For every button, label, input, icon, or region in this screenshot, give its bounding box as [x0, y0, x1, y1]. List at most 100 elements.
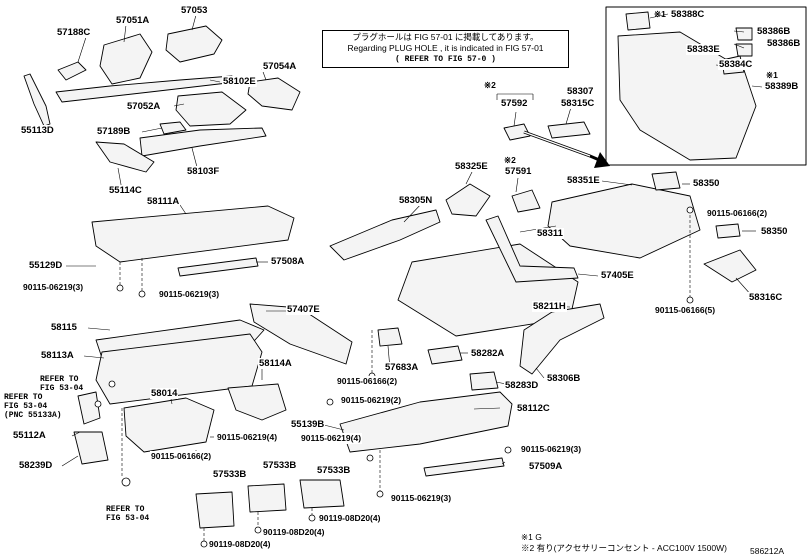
mark-2-b: ※2	[504, 155, 516, 165]
label-90119-08d20-4a[interactable]: 90119-08D20(4)	[318, 513, 382, 524]
part-58111a-shape	[91, 205, 295, 263]
label-58383e[interactable]: 58383E	[686, 44, 721, 55]
part-57189b-shape	[159, 121, 187, 135]
label-57054a[interactable]: 57054A	[262, 61, 298, 72]
label-90115-06166-2a[interactable]: 90115-06166(2)	[150, 451, 213, 462]
label-58388c[interactable]: 58388C	[670, 9, 706, 20]
label-58325e[interactable]: 58325E	[454, 161, 489, 172]
label-57533b-1[interactable]: 57533B	[212, 469, 248, 480]
notice-line-1: プラグホールは FIG 57-01 に掲載してあります。	[352, 32, 539, 42]
label-58283d[interactable]: 58283D	[504, 380, 540, 391]
part-58350-shape	[651, 171, 681, 191]
label-55129d[interactable]: 55129D	[28, 260, 64, 271]
label-57683a[interactable]: 57683A	[384, 362, 420, 373]
label-58389b[interactable]: 58389B	[764, 81, 800, 92]
label-58350a[interactable]: 58350	[692, 178, 721, 189]
label-57189b[interactable]: 57189B	[96, 126, 132, 137]
label-58102e[interactable]: 58102E	[222, 76, 257, 87]
part-57592-shape	[503, 123, 531, 141]
refer-fig-53-04-b[interactable]: REFER TO FIG 53-04 (PNC 55133A)	[4, 393, 62, 420]
part-58112c-shape	[339, 391, 513, 453]
label-58386b-1[interactable]: 58386B	[756, 26, 792, 37]
label-57051a[interactable]: 57051A	[115, 15, 151, 26]
label-90115-06166-5[interactable]: 90115-06166(5)	[654, 305, 717, 316]
label-58111a[interactable]: 58111A	[146, 196, 181, 207]
label-57053[interactable]: 57053	[180, 5, 209, 16]
part-58311-shape	[547, 183, 701, 259]
label-90115-06219-3d[interactable]: 90115-06219(3)	[390, 493, 453, 504]
label-58307[interactable]: 58307	[566, 86, 595, 97]
label-90115-06219-3c[interactable]: 90115-06219(3)	[520, 444, 583, 455]
label-90115-06166-2c[interactable]: 90115-06166(2)	[336, 376, 399, 387]
label-90115-06219-3a[interactable]: 90115-06219(3)	[22, 282, 85, 293]
label-58114a[interactable]: 58114A	[258, 358, 293, 369]
part-57683a-shape	[377, 327, 403, 347]
label-57508a[interactable]: 57508A	[270, 256, 306, 267]
part-57533b-1-shape	[195, 491, 235, 529]
label-55114c[interactable]: 55114C	[108, 185, 143, 196]
part-57054a-shape	[247, 77, 301, 111]
part-58305n-shape	[329, 209, 441, 261]
label-58115[interactable]: 58115	[50, 322, 78, 333]
refer-fig-53-04-a[interactable]: REFER TO FIG 53-04	[40, 375, 84, 393]
footnotes: ※1 G ※2 有り(アクセサリーコンセント - ACC100V 1500W)	[521, 532, 727, 554]
label-90115-06219-4b[interactable]: 90115-06219(4)	[300, 433, 363, 444]
part-57051a-shape	[99, 33, 153, 85]
illustration-code: 586212A	[750, 546, 785, 556]
label-57188c[interactable]: 57188C	[56, 27, 92, 38]
label-58306b[interactable]: 58306B	[546, 373, 582, 384]
label-58113a[interactable]: 58113A	[40, 350, 75, 361]
mark-1-a: ※1	[654, 9, 666, 19]
label-57533b-2[interactable]: 57533B	[262, 460, 298, 471]
notice-line-3: ( REFER TO FIG 57-0 )	[395, 55, 496, 64]
part-58325e-shape	[445, 183, 491, 217]
label-58316c[interactable]: 58316C	[748, 292, 784, 303]
label-57591[interactable]: 57591	[504, 166, 533, 177]
part-58388c-shape	[625, 11, 651, 31]
part-55114c-shape	[95, 141, 155, 173]
label-57592[interactable]: 57592	[500, 98, 529, 109]
part-58316c-shape	[703, 249, 757, 283]
label-90115-06219-4a[interactable]: 90115-06219(4)	[216, 432, 279, 443]
label-90115-06219-3b[interactable]: 90115-06219(3)	[158, 289, 221, 300]
label-58112c[interactable]: 58112C	[516, 403, 551, 414]
label-58103f[interactable]: 58103F	[186, 166, 221, 177]
label-55112a[interactable]: 55112A	[12, 430, 47, 441]
part-58114a-shape	[227, 383, 287, 421]
part-55113d-shape	[23, 73, 51, 127]
label-90115-06166-2b[interactable]: 90115-06166(2)	[706, 208, 769, 219]
label-58351e[interactable]: 58351E	[566, 175, 601, 186]
label-57509a[interactable]: 57509A	[528, 461, 564, 472]
label-58386b-2[interactable]: 58386B	[766, 38, 802, 49]
label-57052a[interactable]: 57052A	[126, 101, 162, 112]
part-58283d-shape	[469, 371, 499, 391]
label-57407e[interactable]: 57407E	[286, 304, 321, 315]
label-55113d[interactable]: 55113D	[20, 125, 55, 136]
label-58305n[interactable]: 58305N	[398, 195, 434, 206]
plug-hole-notice: プラグホールは FIG 57-01 に掲載してあります。 Regarding P…	[322, 30, 569, 68]
label-58315c[interactable]: 58315C	[560, 98, 596, 109]
label-58211h[interactable]: 58211H	[532, 301, 567, 312]
label-90115-06219-2[interactable]: 90115-06219(2)	[340, 395, 403, 406]
label-57405e[interactable]: 57405E	[600, 270, 635, 281]
part-57053-shape	[165, 25, 223, 63]
label-90119-08d20-4c[interactable]: 90119-08D20(4)	[208, 539, 272, 550]
label-55139b[interactable]: 55139B	[290, 419, 326, 430]
refer-fig-53-04-c[interactable]: REFER TO FIG 53-04	[106, 505, 150, 523]
part-57508a-shape	[177, 257, 259, 277]
label-58311[interactable]: 58311	[536, 228, 564, 239]
label-90119-08d20-4b[interactable]: 90119-08D20(4)	[262, 527, 326, 538]
label-58350b[interactable]: 58350	[760, 226, 789, 237]
part-57509a-shape	[423, 457, 505, 477]
label-58282a[interactable]: 58282A	[470, 348, 506, 359]
part-55112a-shape	[77, 391, 101, 425]
label-57533b-3[interactable]: 57533B	[316, 465, 352, 476]
label-58014[interactable]: 58014	[150, 388, 179, 399]
part-58239d-shape	[73, 431, 109, 465]
label-58384c[interactable]: 58384C	[718, 59, 754, 70]
label-58239d[interactable]: 58239D	[18, 460, 54, 471]
footnote-1: ※1 G	[521, 532, 542, 542]
part-58386b-1-shape	[735, 27, 753, 41]
part-58103f-shape	[139, 127, 267, 157]
